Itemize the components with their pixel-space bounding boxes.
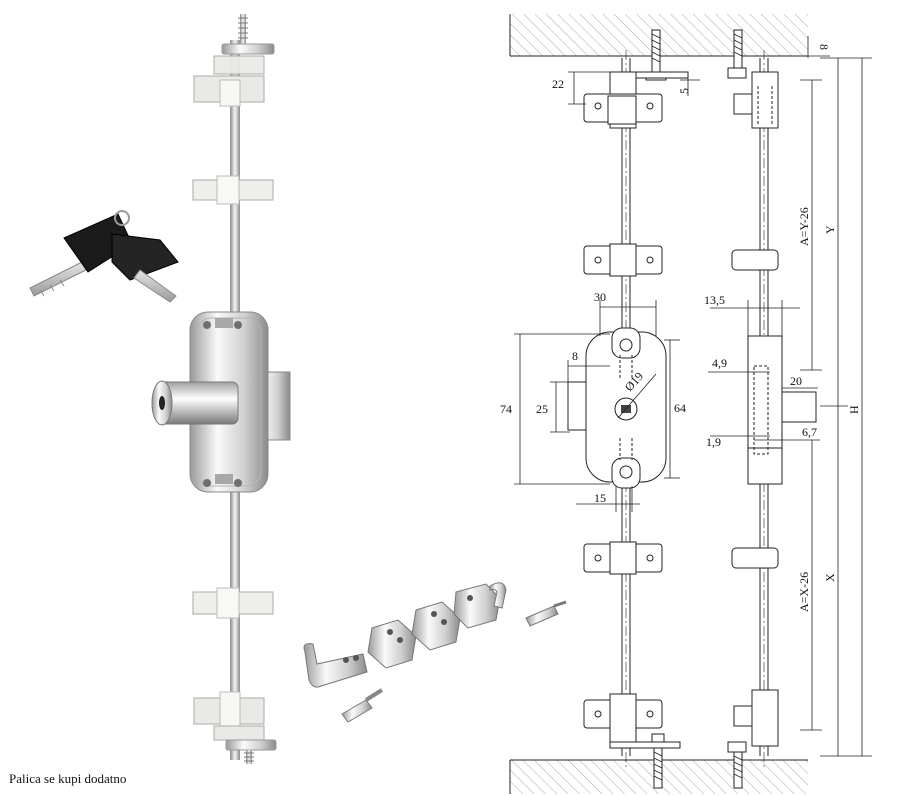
- accessory-block-1: [367, 619, 417, 669]
- dim-13-5: 13,5: [704, 293, 725, 307]
- dim-4-9: 4,9: [712, 356, 727, 370]
- top-screw: [221, 14, 275, 55]
- bottom-guide-bracket: [193, 691, 265, 741]
- accessory-hook-left: [303, 643, 368, 688]
- lock-cylinder: [151, 380, 239, 426]
- accessory-screw-pin-lower: [341, 688, 384, 723]
- top-guide-bracket: [193, 55, 265, 107]
- dim-25: 25: [536, 402, 548, 416]
- bottom-screw: [225, 739, 277, 764]
- dim-74: 74: [500, 402, 512, 416]
- technical-drawing: [509, 14, 872, 794]
- dim-30: 30: [594, 290, 606, 304]
- accessory-screw-pin-upper: [525, 600, 567, 627]
- keyhole-icon: [159, 396, 165, 410]
- dim-20: 20: [790, 374, 802, 388]
- dim-1-9: 1,9: [706, 435, 721, 449]
- label-h: H: [847, 405, 861, 414]
- label-y: Y: [823, 225, 837, 234]
- label-x: X: [823, 573, 837, 582]
- dim-8-top: 8: [817, 44, 831, 50]
- rod-guide-upper: [192, 175, 274, 205]
- product-photo: [29, 14, 567, 764]
- keys: [29, 210, 179, 303]
- caption-rod-sold-separately: Palica se kupi dodatno: [9, 771, 127, 786]
- dim-6-7: 6,7: [802, 425, 817, 439]
- side-view: [727, 29, 817, 789]
- label-a-y-26: A=Y-26: [797, 207, 811, 246]
- dim-15: 15: [594, 491, 606, 505]
- label-a-x-26: A=X-26: [797, 572, 811, 612]
- dim-22: 22: [552, 77, 564, 91]
- dim-8: 8: [572, 349, 578, 363]
- accessory-block-2: [411, 601, 461, 651]
- dimension-lines: [514, 36, 872, 757]
- key-back: [111, 233, 179, 303]
- front-view: [567, 29, 689, 789]
- dimension-labels: 22 5 8 30 8 Ø19 74 25 64 15 13,5 4,9 20 …: [500, 44, 861, 612]
- key-front: [29, 210, 133, 297]
- accessory-hook-right: [453, 582, 507, 629]
- rod-guide-lower: [192, 587, 274, 619]
- dim-5: 5: [677, 88, 691, 94]
- dim-64: 64: [674, 401, 686, 415]
